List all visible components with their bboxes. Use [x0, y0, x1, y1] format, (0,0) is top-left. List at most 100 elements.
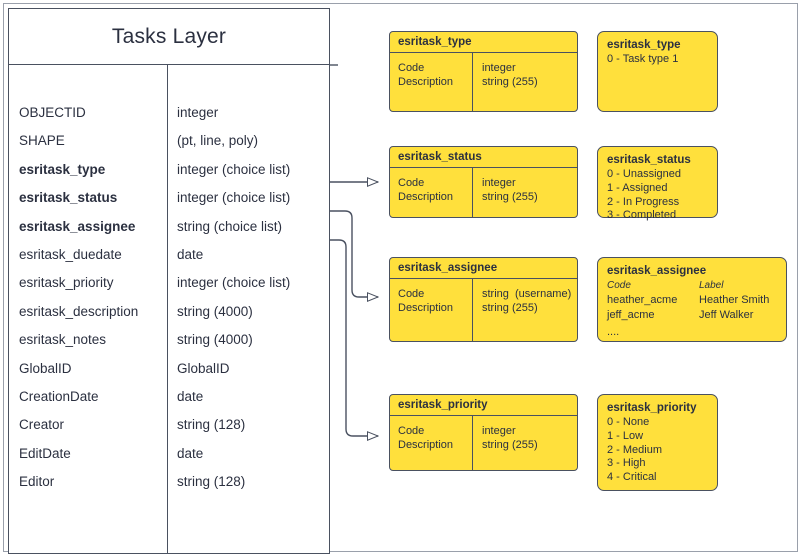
- field-name: GlobalID: [19, 360, 72, 376]
- value-list-items: 0 - Task type 1: [607, 53, 708, 67]
- list-item: 2 - Medium: [607, 443, 663, 456]
- value-list-code: jeff_acme: [607, 308, 655, 321]
- value-list-title: esritask_priority: [607, 402, 697, 414]
- definition-table-body: Code Description integer string (255): [390, 168, 577, 217]
- table-row: SHAPE (pt, line, poly): [9, 127, 329, 155]
- value-list-header-label: Label: [699, 280, 724, 291]
- field-name: Editor: [19, 474, 55, 490]
- field-name: esritask_priority: [19, 275, 114, 291]
- definition-column-names: Code Description: [398, 425, 454, 451]
- definition-table-priority[interactable]: esritask_priority Code Description integ…: [389, 394, 578, 471]
- definition-table-title: esritask_assignee: [390, 258, 577, 279]
- list-item: 3 - High: [607, 457, 646, 470]
- table-row: CreationDate date: [9, 383, 329, 411]
- field-name: esritask_duedate: [19, 246, 122, 262]
- definition-column-types: integer string (255): [482, 62, 538, 88]
- page-title: Tasks Layer: [9, 9, 329, 65]
- definition-table-title: esritask_priority: [390, 395, 577, 416]
- table-row: esritask_status integer (choice list): [9, 184, 329, 212]
- value-list-assignee[interactable]: esritask_assignee Code Label heather_acm…: [597, 257, 787, 342]
- field-name: Creator: [19, 417, 65, 433]
- table-row: esritask_assignee string (choice list): [9, 213, 329, 241]
- value-list-label: Heather Smith: [699, 294, 770, 306]
- definition-column-divider: [472, 53, 473, 111]
- field-type: (pt, line, poly): [177, 133, 259, 149]
- table-row: esritask_duedate date: [9, 241, 329, 269]
- field-type: date: [177, 445, 204, 461]
- value-list-items: heather_acme Heather Smith jeff_acme Jeff W…: [607, 293, 777, 322]
- definition-column-divider: [472, 416, 473, 470]
- field-type: integer: [177, 105, 219, 120]
- field-name: esritask_assignee: [19, 218, 136, 234]
- definition-table-assignee[interactable]: esritask_assignee Code Description strin…: [389, 257, 578, 342]
- definition-column-types: string (username) string (255): [482, 288, 572, 314]
- list-item: 0 - Task type 1: [607, 53, 679, 65]
- field-name: esritask_status: [19, 190, 118, 206]
- list-item: jeff_acme Jeff Walker: [607, 308, 777, 323]
- field-name: esritask_description: [19, 303, 139, 319]
- list-item: heather_acme Heather Smith: [607, 293, 777, 308]
- field-type: string (128): [177, 474, 246, 490]
- definition-table-body: Code Description integer string (255): [390, 53, 577, 111]
- value-list-ellipsis: ....: [607, 326, 620, 338]
- definition-column-divider: [472, 279, 473, 341]
- definition-column-names: Code Description: [398, 177, 454, 203]
- value-list-title: esritask_status: [607, 154, 691, 166]
- definition-table-status[interactable]: esritask_status Code Description integer…: [389, 146, 578, 218]
- definition-column-types: integer string (255): [482, 425, 538, 451]
- table-row: GlobalID GlobalID: [9, 355, 329, 383]
- definition-column-names: Code Description: [398, 62, 454, 88]
- field-type: string (choice list): [177, 218, 283, 234]
- field-name: SHAPE: [19, 133, 65, 149]
- definition-table-title: esritask_status: [390, 147, 577, 168]
- field-type: GlobalID: [177, 360, 230, 376]
- list-item: 1 - Low: [607, 429, 644, 442]
- table-row: Editor string (128): [9, 468, 329, 496]
- field-name: esritask_type: [19, 161, 106, 177]
- field-type: integer (choice list): [177, 190, 291, 206]
- value-list-code: heather_acme: [607, 294, 678, 306]
- table-row: OBJECTID integer: [9, 99, 329, 127]
- table-row: EditDate date: [9, 440, 329, 468]
- table-row: Creator string (128): [9, 411, 329, 439]
- field-name: esritask_notes: [19, 332, 107, 348]
- field-type: date: [177, 388, 204, 404]
- column-divider: [167, 65, 168, 553]
- list-item: 2 - In Progress: [607, 195, 680, 208]
- definition-column-names: Code Description: [398, 288, 454, 314]
- value-list-header-row: Code Label: [607, 279, 777, 293]
- list-item: 0 - None: [607, 416, 650, 428]
- field-type: string (128): [177, 417, 246, 433]
- field-type: date: [177, 246, 204, 262]
- field-type: integer (choice list): [177, 161, 291, 177]
- field-type: string (4000): [177, 332, 253, 348]
- table-row: esritask_type integer (choice list): [9, 156, 329, 184]
- field-name: EditDate: [19, 445, 71, 461]
- value-list-title: esritask_type: [607, 39, 681, 51]
- list-item: 1 - Assigned: [607, 181, 668, 194]
- value-list-title: esritask_assignee: [607, 265, 707, 277]
- definition-table-body: Code Description integer string (255): [390, 416, 577, 470]
- definition-column-divider: [472, 168, 473, 217]
- list-item: 4 - Critical: [607, 471, 657, 484]
- field-name: CreationDate: [19, 388, 99, 404]
- field-name: OBJECTID: [19, 105, 86, 120]
- definition-table-title: esritask_type: [390, 32, 577, 53]
- value-list-header-code: Code: [607, 280, 631, 291]
- list-item: 0 - Unassigned: [607, 168, 681, 180]
- value-list-label: Jeff Walker: [699, 308, 754, 321]
- definition-table-type[interactable]: esritask_type Code Description integer s…: [389, 31, 578, 112]
- table-row: esritask_description string (4000): [9, 298, 329, 326]
- value-list-type[interactable]: esritask_type 0 - Task type 1: [597, 31, 718, 112]
- definition-column-types: integer string (255): [482, 177, 538, 203]
- field-type: string (4000): [177, 303, 253, 319]
